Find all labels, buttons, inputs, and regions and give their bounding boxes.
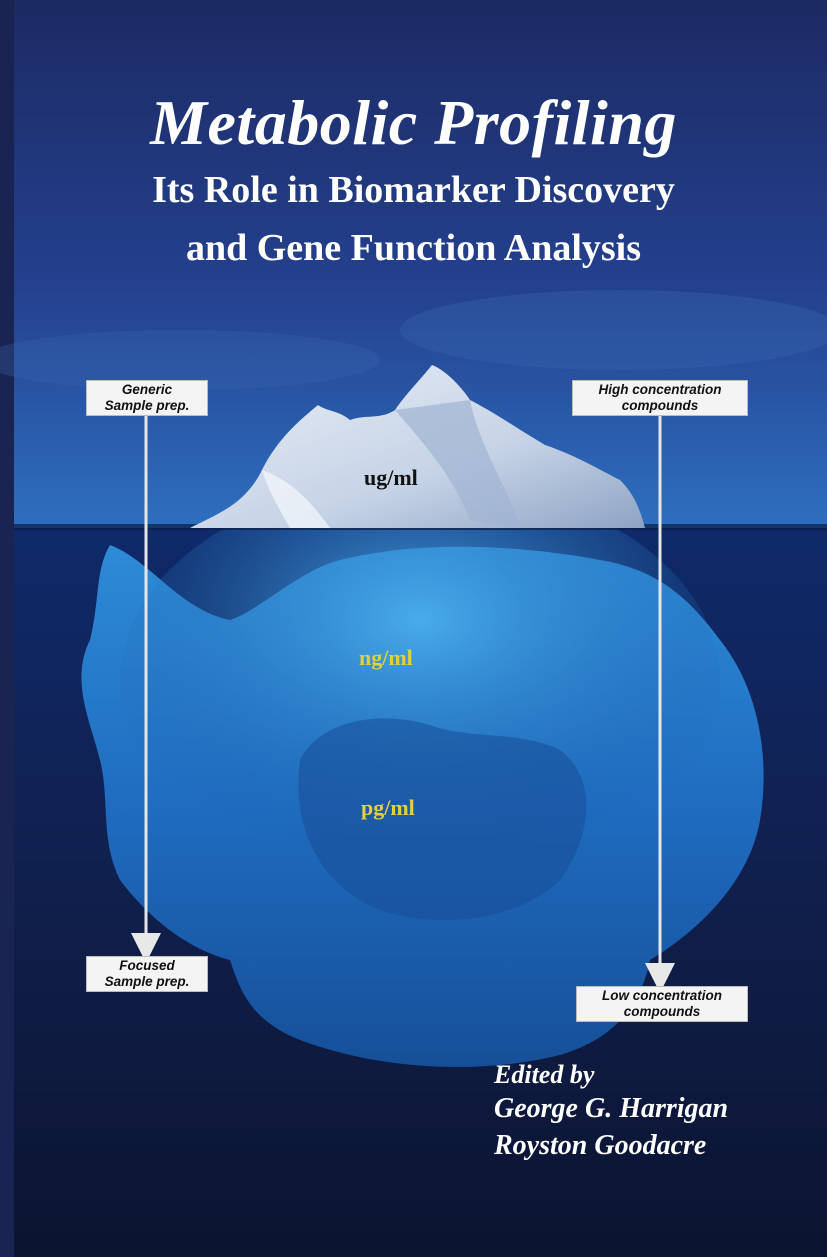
level-ng-ml: ng/ml	[359, 645, 413, 670]
book-subtitle-line1: Its Role in Biomarker Discovery	[152, 169, 675, 211]
level-ug-ml: ug/ml	[364, 465, 418, 490]
focused-sample-prep-label: Focused Sample prep.	[86, 956, 208, 992]
level-pg-ml: pg/ml	[361, 795, 415, 820]
high-concentration-label: High concentration compounds	[572, 380, 748, 416]
book-title: Metabolic Profiling	[150, 87, 677, 158]
book-subtitle-line2: and Gene Function Analysis	[185, 227, 642, 269]
edited-by-label: Edited by	[494, 1060, 595, 1089]
editor-name: George G. Harrigan	[494, 1093, 729, 1124]
low-concentration-label: Low concentration compounds	[576, 986, 748, 1022]
editor-name: Royston Goodacre	[494, 1130, 707, 1161]
generic-sample-prep-label: Generic Sample prep.	[86, 380, 208, 416]
